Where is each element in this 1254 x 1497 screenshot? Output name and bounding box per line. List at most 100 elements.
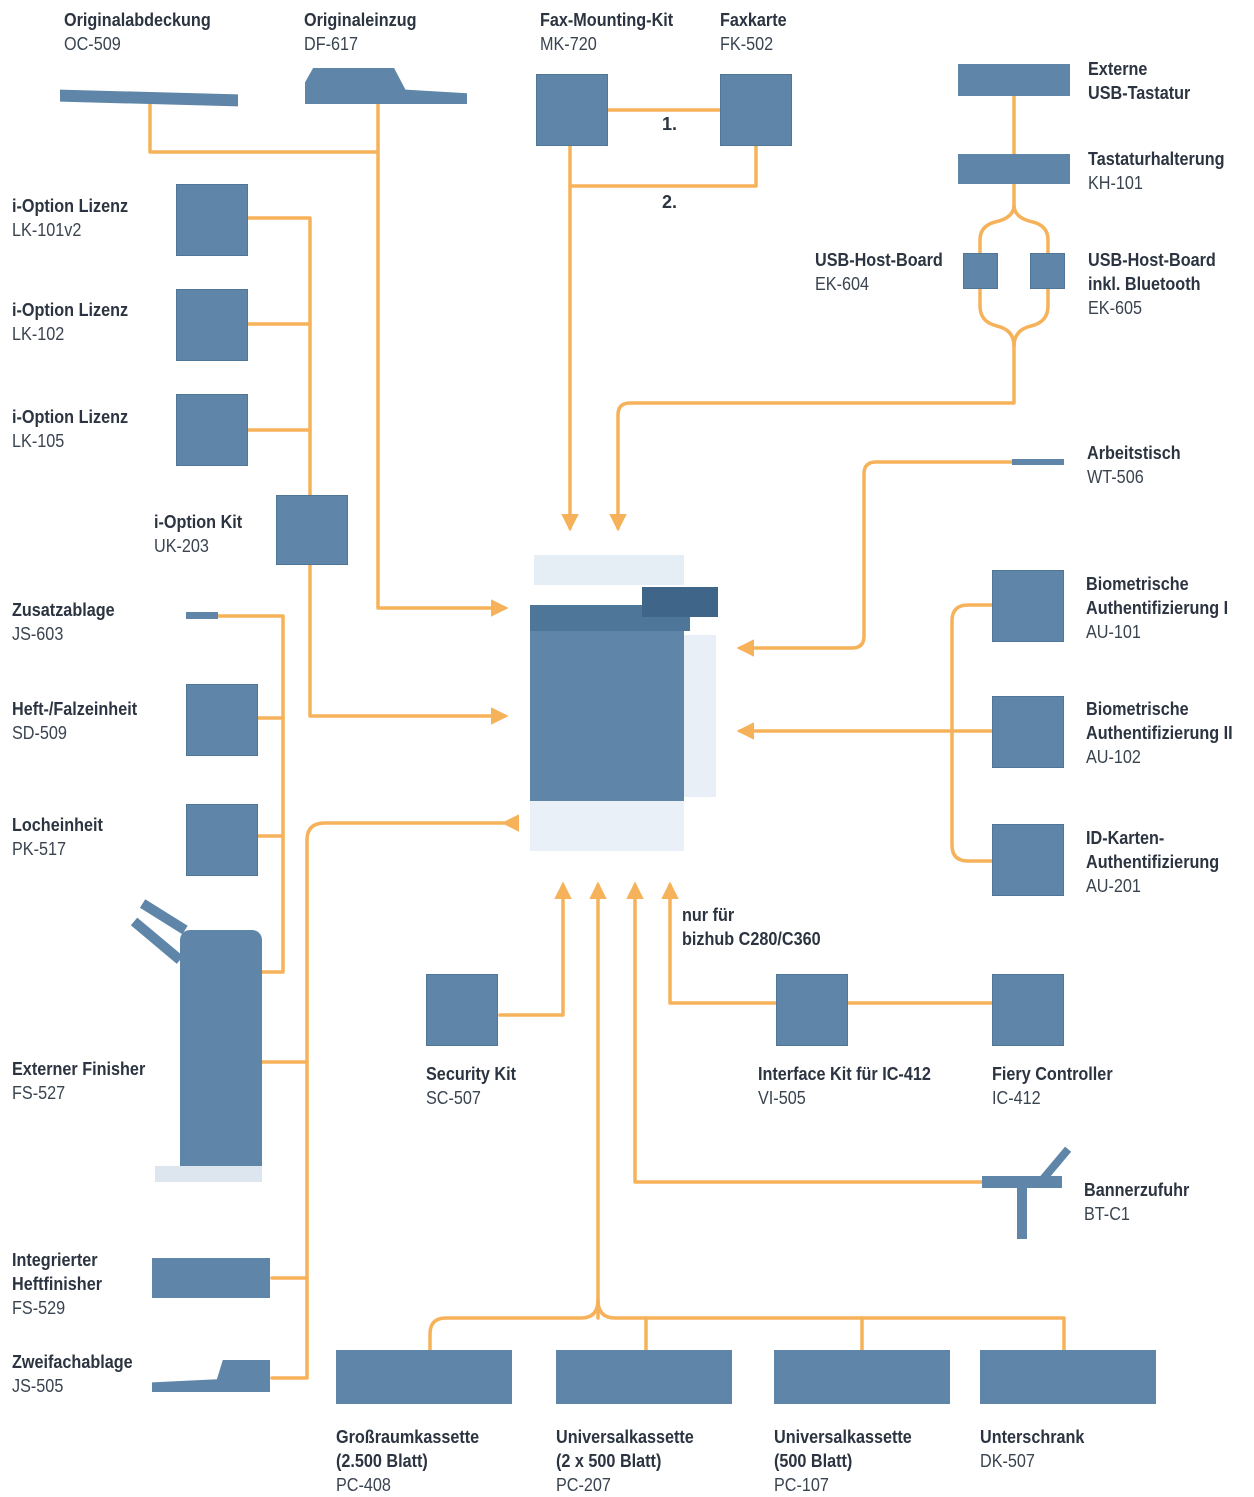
label-au102: Biometrische Authentifizierung II AU-102: [1086, 697, 1233, 769]
label-lk102: i-Option Lizenz LK-102: [12, 298, 128, 346]
au102-box: [992, 696, 1064, 768]
fs527-base: [155, 1166, 262, 1182]
label-ek605: USB-Host-Board inkl. Bluetooth EK-605: [1088, 248, 1216, 320]
pc107-code: PC-107: [774, 1475, 829, 1495]
ic412-name: Fiery Controller: [992, 1064, 1113, 1084]
au201-code: AU-201: [1086, 876, 1141, 896]
label-keyboard: Externe USB-Tastatur: [1088, 57, 1190, 105]
label-btc1: Bannerzufuhr BT-C1: [1084, 1178, 1189, 1226]
js505-name: Zweifachablage: [12, 1352, 133, 1372]
ic412-box: [992, 974, 1064, 1046]
au102-name-line2: Authentifizierung II: [1086, 723, 1233, 743]
note-line2: bizhub C280/C360: [682, 929, 821, 949]
label-dk507: Unterschrank DK-507: [980, 1425, 1084, 1473]
ek605-name-line2: inkl. Bluetooth: [1088, 274, 1201, 294]
lk105-box: [176, 394, 248, 466]
dk507-cabinet: [980, 1350, 1156, 1404]
lk105-code: LK-105: [12, 431, 65, 451]
label-pc107: Universalkassette (500 Blatt) PC-107: [774, 1425, 912, 1497]
pc207-cabinet: [556, 1350, 732, 1404]
step-2-label: 2.: [662, 192, 678, 212]
sd509-code: SD-509: [12, 723, 67, 743]
ek604-box: [963, 253, 998, 289]
au201-box: [992, 824, 1064, 896]
label-uk203: i-Option Kit UK-203: [154, 510, 242, 558]
fs527-code: FS-527: [12, 1083, 66, 1103]
label-fk502: Faxkarte FK-502: [720, 8, 787, 56]
work-table-device: [1012, 459, 1064, 465]
lk101-code: LK-101v2: [12, 220, 82, 240]
sd509-box: [186, 684, 258, 756]
pc207-name-line2: (2 x 500 Blatt): [556, 1451, 662, 1471]
kh101-name: Tastaturhalterung: [1088, 149, 1225, 169]
label-pc408: Großraumkassette (2.500 Blatt) PC-408: [336, 1425, 479, 1497]
fs527-name: Externer Finisher: [12, 1059, 146, 1079]
label-kh101: Tastaturhalterung KH-101: [1088, 147, 1225, 195]
ek605-box: [1030, 253, 1065, 289]
lk101-box: [176, 184, 248, 256]
fs529-name-line2: Heftfinisher: [12, 1274, 103, 1294]
pc107-name-line2: (500 Blatt): [774, 1451, 853, 1471]
pk517-name: Locheinheit: [12, 815, 103, 835]
label-js603: Zusatzablage JS-603: [12, 598, 115, 646]
uk203-code: UK-203: [154, 536, 209, 556]
js603-name: Zusatzablage: [12, 600, 115, 620]
pc408-code: PC-408: [336, 1475, 391, 1495]
js505-code: JS-505: [12, 1376, 64, 1396]
fax-card-box: [720, 74, 792, 146]
uk203-box: [276, 495, 348, 565]
label-wt506: Arbeitstisch WT-506: [1087, 441, 1181, 489]
au201-name-line1: ID-Karten-: [1086, 828, 1165, 848]
label-sc507: Security Kit SC-507: [426, 1062, 516, 1110]
uk203-name: i-Option Kit: [154, 512, 243, 532]
au101-name-line2: Authentifizierung I: [1086, 598, 1229, 618]
label-df617: Originaleinzug DF-617: [304, 8, 417, 56]
pc107-cabinet: [774, 1350, 950, 1404]
pc207-code: PC-207: [556, 1475, 611, 1495]
fs529-finisher: [152, 1258, 270, 1298]
ek604-code: EK-604: [815, 274, 870, 294]
banner-feeder-stand: [1017, 1184, 1027, 1239]
sc507-code: SC-507: [426, 1088, 481, 1108]
oc509-name: Originalabdeckung: [64, 10, 211, 30]
label-pc207: Universalkassette (2 x 500 Blatt) PC-207: [556, 1425, 694, 1497]
oc509-code: OC-509: [64, 34, 121, 54]
lk102-box: [176, 289, 248, 361]
dk507-name: Unterschrank: [980, 1427, 1085, 1447]
js603-tray: [186, 612, 218, 619]
fs529-name-line1: Integrierter: [12, 1250, 98, 1270]
dk507-code: DK-507: [980, 1451, 1035, 1471]
ek604-name: USB-Host-Board: [815, 250, 943, 270]
lk105-name: i-Option Lizenz: [12, 407, 129, 427]
fs527-finisher: [180, 930, 262, 1182]
mfp-device: [530, 545, 720, 855]
au102-code: AU-102: [1086, 747, 1141, 767]
mfp-feeder: [534, 555, 684, 585]
fk502-name: Faxkarte: [720, 10, 787, 30]
pc408-name-line2: (2.500 Blatt): [336, 1451, 428, 1471]
ek605-code: EK-605: [1088, 298, 1143, 318]
label-js505: Zweifachablage JS-505: [12, 1350, 133, 1398]
wt506-name: Arbeitstisch: [1087, 443, 1181, 463]
fk502-code: FK-502: [720, 34, 774, 54]
js603-code: JS-603: [12, 624, 64, 644]
pc408-name-line1: Großraumkassette: [336, 1427, 480, 1447]
df617-name: Originaleinzug: [304, 10, 417, 30]
sd509-name: Heft-/Falzeinheit: [12, 699, 138, 719]
btc1-code: BT-C1: [1084, 1204, 1130, 1224]
ic412-code: IC-412: [992, 1088, 1041, 1108]
wt506-code: WT-506: [1087, 467, 1144, 487]
pc207-name-line1: Universalkassette: [556, 1427, 694, 1447]
mfp-base: [530, 801, 684, 851]
label-oc509: Originalabdeckung OC-509: [64, 8, 211, 56]
usb-keyboard-device: [958, 64, 1070, 96]
label-pk517: Locheinheit PK-517: [12, 813, 103, 861]
label-lk101: i-Option Lizenz LK-101v2: [12, 194, 128, 242]
lk101-name: i-Option Lizenz: [12, 196, 129, 216]
label-lk105: i-Option Lizenz LK-105: [12, 405, 128, 453]
lk102-code: LK-102: [12, 324, 65, 344]
mfp-body: [530, 631, 684, 801]
label-fs527: Externer Finisher FS-527: [12, 1057, 145, 1105]
sc507-box: [426, 974, 498, 1046]
